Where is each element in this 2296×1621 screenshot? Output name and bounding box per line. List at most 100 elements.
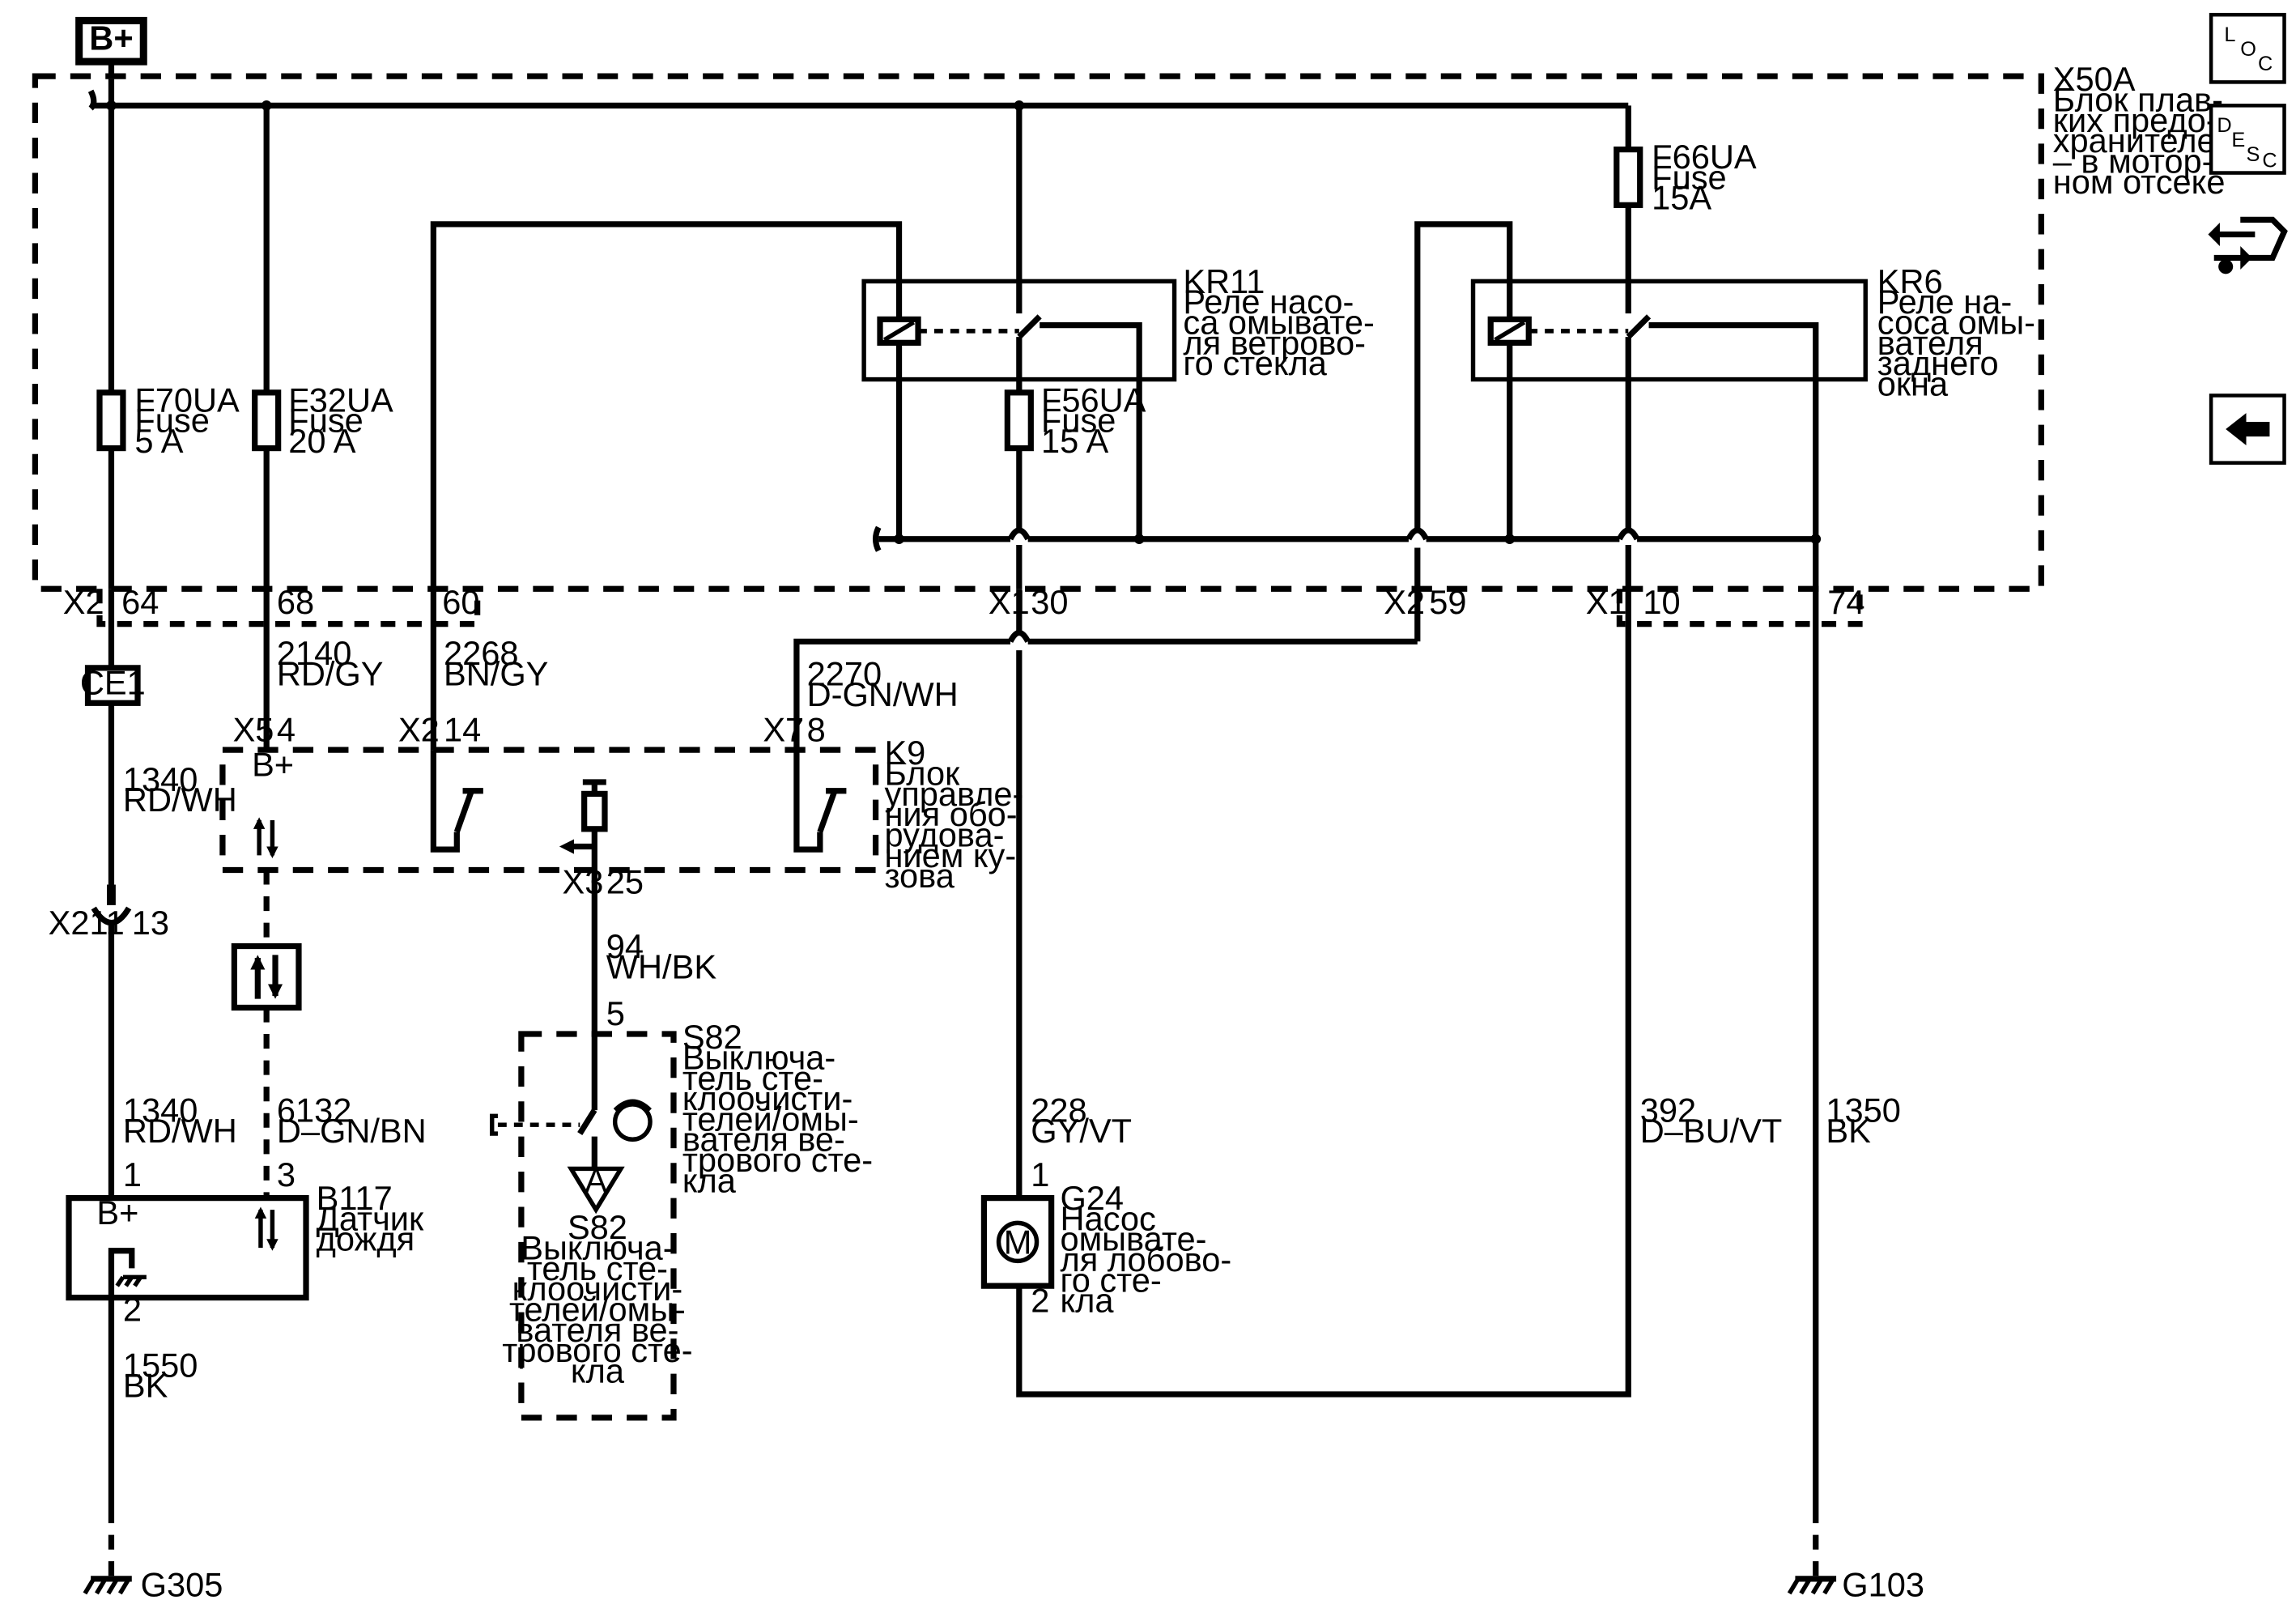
- svg-text:омывате-: омывате-: [1060, 1220, 1206, 1258]
- svg-text:X1: X1: [1586, 583, 1627, 621]
- svg-text:1: 1: [123, 1155, 142, 1193]
- svg-text:са омывате-: са омывате-: [1183, 303, 1374, 341]
- svg-text:1340: 1340: [123, 760, 198, 798]
- svg-text:A: A: [585, 1161, 607, 1199]
- svg-text:X2: X2: [63, 583, 104, 621]
- svg-text:Блок плав-: Блок плав-: [2053, 81, 2223, 119]
- svg-text:RD/WH: RD/WH: [123, 1112, 237, 1150]
- svg-text:соса омы-: соса омы-: [1877, 303, 2035, 341]
- svg-text:ких предо-: ких предо-: [2053, 101, 2217, 139]
- svg-text:C: C: [2258, 53, 2273, 75]
- svg-text:O: O: [2240, 38, 2256, 61]
- svg-text:G24: G24: [1060, 1179, 1124, 1217]
- serial-data-link: 6132 D–GN/BN 3: [231, 870, 427, 1198]
- svg-text:25: 25: [606, 862, 644, 900]
- svg-text:окна: окна: [1877, 364, 1949, 402]
- svg-text:3: 3: [277, 1155, 296, 1193]
- svg-text:KR6: KR6: [1877, 262, 1943, 300]
- fuse-block-label: X50A Блок плав- ких предо- хранителей – …: [2053, 60, 2234, 201]
- svg-text:2268: 2268: [444, 634, 519, 672]
- desc-button[interactable]: D E S C: [2209, 104, 2286, 175]
- svg-text:8: 8: [807, 710, 826, 748]
- wire-59-path: [1405, 221, 1513, 589]
- svg-text:Реле на-: Реле на-: [1877, 283, 2013, 321]
- svg-text:трового сте-: трового сте-: [502, 1331, 692, 1369]
- svg-text:WH/BK: WH/BK: [606, 947, 717, 985]
- svg-text:ния обо-: ния обо-: [884, 795, 1017, 833]
- svg-text:S82: S82: [682, 1018, 742, 1056]
- arrow-left-icon: [2226, 413, 2270, 445]
- svg-text:F56UA: F56UA: [1041, 381, 1146, 419]
- svg-text:14: 14: [444, 710, 481, 748]
- svg-text:D-GN/WH: D-GN/WH: [807, 675, 959, 713]
- svg-text:дождя: дождя: [317, 1220, 415, 1258]
- svg-text:го стекла: го стекла: [1183, 344, 1327, 382]
- svg-text:Fuse: Fuse: [288, 402, 363, 440]
- rain-sensor-b117: B+ B117 Датчик дождя 2 1550 BK: [66, 1179, 424, 1509]
- svg-text:BK: BK: [1826, 1112, 1871, 1150]
- svg-text:трового сте-: трового сте-: [682, 1141, 873, 1179]
- fuse-f32ua: F32UA Fuse 20 A: [252, 105, 393, 589]
- svg-text:20 A: 20 A: [288, 422, 356, 460]
- svg-text:зова: зова: [884, 857, 955, 895]
- svg-text:BN/GY: BN/GY: [444, 655, 548, 693]
- splice-ce1: CE1: [80, 663, 146, 701]
- wiper-switch-s82: 94 WH/BK 5 A S82 Выключа- тель сте- клоо…: [490, 908, 873, 1421]
- svg-text:управле-: управле-: [884, 775, 1023, 813]
- svg-text:S: S: [2247, 143, 2260, 166]
- svg-text:Fuse: Fuse: [1652, 158, 1726, 196]
- svg-text:E: E: [2231, 129, 2245, 151]
- svg-text:S82: S82: [568, 1208, 627, 1246]
- svg-text:2270: 2270: [807, 655, 882, 693]
- svg-text:6132: 6132: [277, 1091, 352, 1130]
- connector-view-icon[interactable]: [2208, 216, 2288, 274]
- svg-text:кла: кла: [571, 1352, 625, 1390]
- fuse-f70ua: F70UA Fuse 5 A: [96, 105, 240, 589]
- wire-392: 392 D–BU/VT: [1640, 1091, 1783, 1150]
- back-button[interactable]: [2209, 394, 2286, 465]
- svg-text:Насос: Насос: [1060, 1199, 1155, 1237]
- svg-text:– в мотор-: – в мотор-: [2053, 143, 2213, 181]
- ground-g103: G103: [1787, 1508, 1924, 1604]
- svg-text:RD/GY: RD/GY: [277, 655, 384, 693]
- fuse-f66ua: F66UA Fuse 15A: [1614, 105, 1757, 314]
- wire-2270: 2270 D-GN/WH X7 8: [763, 589, 1421, 751]
- svg-text:Выключа-: Выключа-: [682, 1038, 835, 1076]
- fuse-block-outline: [32, 73, 2044, 592]
- fuse-f56ua: F56UA Fuse 15 A: [1004, 381, 1146, 589]
- svg-text:X50A: X50A: [2053, 60, 2136, 98]
- power-source-b-plus: B+: [75, 16, 147, 79]
- svg-text:D: D: [2217, 114, 2231, 137]
- washer-pump-g24: 228 GY/VT 1 M 2 G24 Насос омывате- ля ло…: [980, 589, 1631, 1398]
- svg-text:X5: X5: [233, 710, 274, 748]
- wire-2268: 2268 BN/GY X2 14: [398, 589, 548, 751]
- svg-text:30: 30: [1031, 583, 1068, 621]
- svg-text:KR11: KR11: [1183, 262, 1265, 300]
- svg-text:нием ку-: нием ку-: [884, 836, 1016, 874]
- ground-g305: G305: [83, 1508, 223, 1604]
- svg-text:телей/омы-: телей/омы-: [682, 1100, 859, 1138]
- svg-text:2: 2: [123, 1291, 142, 1329]
- svg-text:X1: X1: [989, 583, 1030, 621]
- svg-text:вателя: вателя: [1877, 324, 1983, 362]
- svg-text:1550: 1550: [123, 1346, 198, 1384]
- svg-text:L: L: [2224, 23, 2235, 46]
- svg-text:Датчик: Датчик: [317, 1199, 424, 1237]
- svg-text:G103: G103: [1842, 1566, 1924, 1604]
- svg-text:2140: 2140: [277, 634, 352, 672]
- svg-text:1340: 1340: [123, 1091, 198, 1130]
- loc-button[interactable]: L O C: [2209, 12, 2286, 84]
- svg-text:G305: G305: [141, 1566, 223, 1604]
- svg-text:вателя ве-: вателя ве-: [682, 1121, 845, 1159]
- svg-text:1350: 1350: [1826, 1091, 1901, 1130]
- svg-text:X7: X7: [763, 710, 804, 748]
- svg-text:59: 59: [1429, 583, 1466, 621]
- relay-kr6: KR6 Реле на- соса омы- вателя заднего ок…: [1470, 262, 2035, 589]
- svg-text:5: 5: [606, 994, 625, 1032]
- svg-text:GY/VT: GY/VT: [1031, 1112, 1132, 1150]
- connector-outlines: [96, 589, 1863, 628]
- svg-text:клоочисти-: клоочисти-: [512, 1270, 683, 1308]
- svg-text:D–GN/BN: D–GN/BN: [277, 1112, 427, 1150]
- svg-text:15 A: 15 A: [1041, 422, 1109, 460]
